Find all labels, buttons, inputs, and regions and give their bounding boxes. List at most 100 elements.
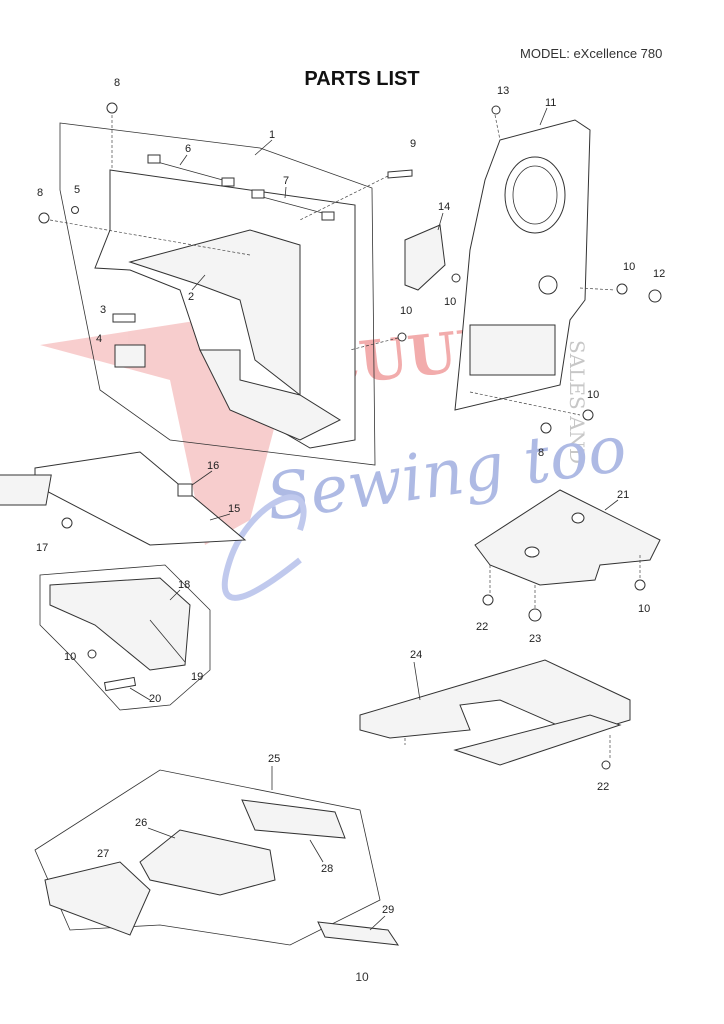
- group-accessory-box: [34, 769, 400, 946]
- callout-24: 24: [410, 649, 422, 661]
- part-21-bottom-plate: [474, 489, 661, 586]
- callout-6: 6: [185, 143, 191, 155]
- page-number: 10: [355, 970, 369, 984]
- part-23-foot: [528, 608, 542, 622]
- part-6-connector-b: [221, 177, 235, 187]
- leader-1: [254, 139, 273, 156]
- callout-26: 26: [135, 817, 147, 829]
- part-11-hand-wheel-inner: [512, 165, 558, 225]
- callout-13: 13: [497, 85, 509, 97]
- callout-4: 4: [96, 333, 102, 345]
- part-17-screw: [61, 517, 73, 529]
- callout-10-plate: 10: [638, 603, 650, 615]
- leader-24: [413, 661, 421, 701]
- part-10-screw-plate: [634, 579, 646, 591]
- part-14-bracket: [404, 224, 446, 291]
- callout-28: 28: [321, 863, 333, 875]
- callout-15: 15: [228, 503, 240, 515]
- callout-7: 7: [283, 175, 289, 187]
- part-7-connector-a: [251, 189, 265, 199]
- part-24-base-front: [453, 714, 622, 766]
- leader-10-right: [579, 287, 616, 291]
- watermark-sales-text: SALES AND: [565, 340, 589, 464]
- group-tray: [39, 564, 211, 711]
- part-13-screw: [491, 105, 501, 115]
- callout-14: 14: [438, 201, 450, 213]
- part-26-box-frame: [139, 829, 276, 896]
- page-title: PARTS LIST: [304, 68, 420, 90]
- callout-22-plate: 22: [476, 621, 488, 633]
- part-18-tray: [49, 577, 191, 671]
- callout-8-bottom: 8: [538, 447, 544, 459]
- part-22-foot-a: [482, 594, 494, 606]
- part-16-spring: [177, 483, 193, 497]
- callout-12: 12: [653, 268, 665, 280]
- part-7-connector-b: [321, 211, 335, 221]
- leader-7: [284, 186, 287, 199]
- part-29-tray: [317, 921, 400, 946]
- part-21-boss-b: [524, 546, 540, 558]
- part-6-connector-a: [147, 154, 161, 164]
- callout-5: 5: [74, 184, 80, 196]
- callout-17: 17: [36, 542, 48, 554]
- part-19-rail: [149, 619, 186, 663]
- part-22-foot-b: [601, 760, 611, 770]
- leader-10-bottom: [469, 391, 581, 416]
- part-5-ring: [71, 206, 79, 214]
- callout-16: 16: [207, 460, 219, 472]
- callout-10-right: 10: [623, 261, 635, 273]
- callout-23: 23: [529, 633, 541, 645]
- part-10-screw-mid: [397, 332, 407, 342]
- part-21-boss-a: [571, 512, 585, 524]
- part-20-latch: [103, 676, 137, 692]
- part-2-inner-cover: [128, 229, 301, 397]
- leader-28: [309, 839, 324, 863]
- callout-19: 19: [191, 671, 203, 683]
- part-11-vent-grille: [469, 324, 556, 376]
- callout-18: 18: [178, 579, 190, 591]
- watermark-swirl: [221, 494, 307, 601]
- callout-10-bracket: 10: [444, 296, 456, 308]
- leader-9: [299, 175, 389, 221]
- callout-11: 11: [545, 97, 556, 109]
- group-bottom-plate: [474, 489, 661, 622]
- part-8-screw-top: [106, 102, 118, 114]
- part-27-lid: [44, 861, 151, 936]
- callout-25: 25: [268, 753, 280, 765]
- leader-14: [437, 212, 444, 231]
- part-28-cover: [241, 799, 346, 839]
- callout-29: 29: [382, 904, 394, 916]
- part-7-wire: [254, 194, 331, 216]
- part-8-screw-bottom: [540, 422, 552, 434]
- leader-18: [169, 589, 181, 601]
- group-back-panel: [38, 102, 413, 466]
- group-outline-18: [39, 564, 211, 711]
- part-12-knob: [648, 289, 662, 303]
- part-10-screw-right: [616, 283, 628, 295]
- callout-8-left: 8: [37, 187, 43, 199]
- group-top-cover: [0, 451, 247, 546]
- callout-10-tray: 10: [64, 651, 76, 663]
- leader-13: [494, 114, 501, 141]
- part-11-dial: [538, 275, 558, 295]
- model-label: MODEL: eXcellence 780: [520, 46, 663, 61]
- callout-21: 21: [617, 489, 629, 501]
- callout-10-bottom: 10: [587, 389, 599, 401]
- part-2-base: [199, 349, 342, 441]
- leader-15: [209, 513, 231, 521]
- group-outline-1: [59, 122, 376, 466]
- callout-9: 9: [410, 138, 416, 150]
- part-6-wire: [149, 159, 231, 183]
- group-base: [359, 659, 631, 770]
- part-4-block: [114, 344, 146, 368]
- part-15-window: [0, 474, 52, 506]
- leader-29: [369, 915, 386, 931]
- leader-21: [604, 499, 619, 511]
- callout-8-top: 8: [114, 77, 120, 89]
- part-10-screw-bracket: [451, 273, 461, 283]
- group-side-cover: [404, 105, 662, 434]
- leader-8-left: [49, 219, 251, 256]
- leader-20: [129, 687, 151, 701]
- leader-10-mid: [349, 337, 399, 351]
